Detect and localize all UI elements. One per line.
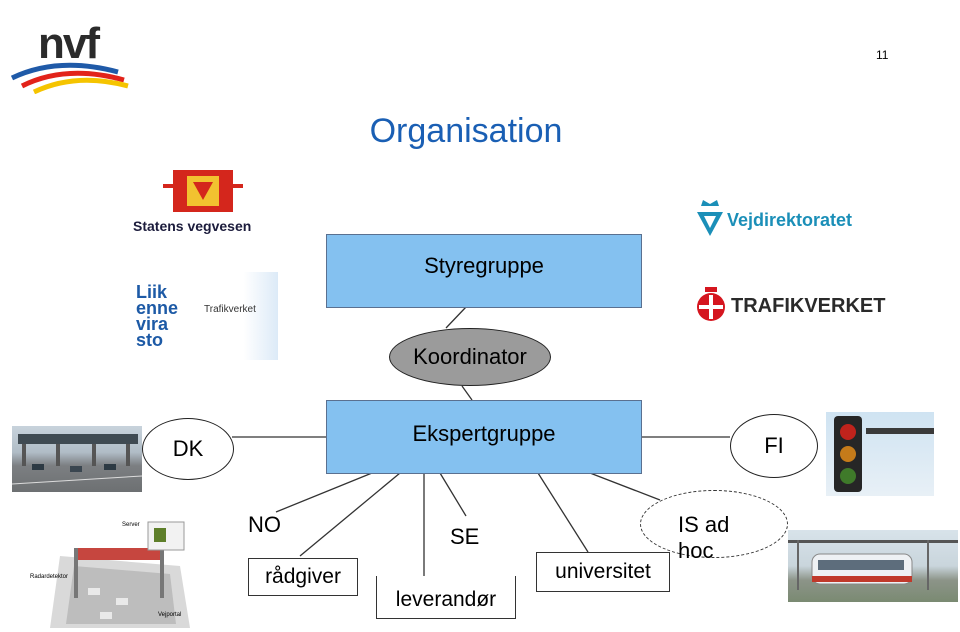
liikennevirasto-line-3: vira (136, 314, 169, 334)
vejdirektoratet-logo: Vejdirektoratet (695, 196, 875, 240)
dk-node: DK (142, 418, 234, 480)
trafikverket-logo: TRAFIKVERKET (695, 285, 900, 325)
universitet-label: universitet (555, 560, 651, 583)
statens-vegvesen-logo: Statens vegvesen (133, 168, 273, 238)
liikennevirasto-logo: Liik enne vira sto Trafikverket (120, 272, 278, 360)
ekspertgruppe-box: Ekspertgruppe (326, 400, 642, 474)
se-label: SE (450, 524, 480, 549)
vejportal-label: Vejportal (158, 612, 182, 618)
radgiver-label: rådgiver (265, 565, 341, 588)
traffic-light-photo (826, 412, 934, 496)
liikennevirasto-line-1: Liik (136, 282, 168, 302)
liikennevirasto-line-4: sto (136, 330, 163, 350)
liikennevirasto-line-2: enne (136, 298, 179, 318)
statens-vegvesen-text: Statens vegvesen (133, 218, 252, 234)
no-label: NO (248, 512, 281, 537)
radardetektor-label: Radardetektor (30, 574, 69, 580)
styregruppe-label: Styregruppe (424, 253, 544, 278)
trafikverket-small-text: Trafikverket (204, 304, 256, 315)
is-ad-hoc-node (640, 490, 788, 558)
toll-plaza-photo (12, 426, 142, 492)
svg-text:nvf: nvf (38, 19, 100, 68)
nvf-logo: nvf (8, 6, 138, 94)
universitet-box: universitet (536, 552, 670, 592)
tram-photo (788, 530, 958, 602)
fi-node: FI (730, 414, 818, 478)
koordinator-node: Koordinator (389, 328, 551, 386)
vejdirektoratet-text: Vejdirektoratet (727, 210, 853, 230)
styregruppe-box: Styregruppe (326, 234, 642, 308)
ekspertgruppe-label: Ekspertgruppe (412, 421, 556, 446)
page-number: 11 (876, 48, 889, 62)
fi-label: FI (764, 433, 784, 458)
is-ad-hoc-label: IS ad hoc (678, 512, 730, 563)
koordinator-label: Koordinator (413, 344, 527, 369)
trafikverket-text: TRAFIKVERKET (731, 295, 886, 317)
road-system-illustration: Server Radardetektor Vejportal (30, 516, 190, 628)
server-label: Server (122, 522, 140, 528)
radgiver-box: rådgiver (248, 558, 358, 596)
leverandor-box: leverandør (376, 576, 516, 619)
page-title: Organisation (369, 112, 563, 150)
leverandor-label: leverandør (395, 588, 497, 611)
dk-label: DK (172, 436, 204, 461)
